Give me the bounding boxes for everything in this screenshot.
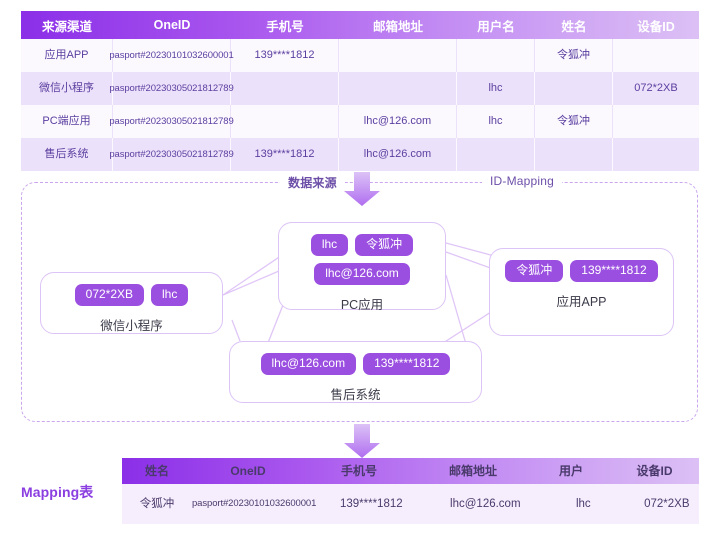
- cell-oneid: pasport#20230101032600001: [192, 498, 317, 510]
- cell-email: lhc@126.com: [450, 497, 521, 510]
- cell-email: lhc@126.com: [339, 138, 457, 171]
- node-pill[interactable]: 139****1812: [363, 353, 451, 376]
- cell-oneid: pasport#20230305021812789: [109, 138, 234, 171]
- cell-phone: [231, 105, 339, 138]
- down-arrow-icon: [344, 172, 380, 206]
- source-channel-table: 来源渠道 OneID 手机号 邮箱地址 用户名 姓名 设备ID 应用APP pa…: [21, 11, 699, 171]
- header-cell-email: 邮箱地址: [372, 19, 423, 34]
- table-row: 售后系统 pasport#20230305021812789 139****18…: [21, 138, 699, 171]
- node-pill[interactable]: lhc@126.com: [314, 263, 410, 286]
- diagram-node-pc[interactable]: lhc 令狐冲 lhc@126.com PC应用: [278, 222, 446, 313]
- id-mapping-diagram-container: 数据来源 ID-Mapping: [21, 174, 698, 422]
- table-row: 应用APP pasport#20230101032600001 139****1…: [21, 39, 699, 72]
- mapping-table-title: Mapping表: [21, 484, 94, 500]
- cell-oneid: pasport#20230305021812789: [109, 105, 234, 138]
- cell-channel: PC端应用: [21, 105, 113, 138]
- header-cell-phone: 手机号: [266, 19, 304, 34]
- node-pill[interactable]: lhc: [151, 284, 189, 307]
- diagram-label-id-mapping: ID-Mapping: [482, 174, 563, 188]
- cell-email: lhc@126.com: [339, 105, 457, 138]
- cell-username: [457, 39, 535, 72]
- cell-name: 令狐冲: [535, 39, 613, 72]
- cell-device: [613, 39, 699, 72]
- cell-name: 令狐冲: [139, 497, 175, 510]
- cell-device: 072*2XB: [644, 497, 690, 510]
- node-label: 售后系统: [330, 388, 381, 403]
- node-pill-group: 072*2XB lhc: [65, 284, 199, 307]
- cell-name: [535, 138, 613, 171]
- cell-channel: 售后系统: [21, 138, 113, 171]
- cell-name: 令狐冲: [535, 105, 613, 138]
- cell-email: [339, 39, 457, 72]
- down-arrow-icon: [344, 424, 380, 458]
- header-cell-name: 姓名: [144, 463, 169, 478]
- diagram-node-aftersales[interactable]: lhc@126.com 139****1812 售后系统: [229, 341, 482, 403]
- node-pill[interactable]: lhc@126.com: [260, 353, 357, 376]
- header-cell-username: 用户: [558, 463, 583, 478]
- cell-oneid: pasport#20230305021812789: [109, 72, 234, 105]
- node-label: 应用APP: [556, 295, 607, 310]
- source-table-header-row: 来源渠道 OneID 手机号 邮箱地址 用户名 姓名 设备ID: [21, 11, 699, 39]
- header-cell-email: 邮箱地址: [448, 463, 497, 478]
- node-pill[interactable]: 令狐冲: [355, 234, 414, 257]
- cell-username: lhc: [457, 105, 535, 138]
- node-pill[interactable]: lhc: [310, 234, 349, 257]
- cell-username: [457, 138, 535, 171]
- cell-oneid: pasport#20230101032600001: [109, 39, 234, 72]
- header-cell-device: 设备ID: [636, 463, 673, 478]
- node-label: 微信小程序: [100, 319, 163, 334]
- diagram-node-app[interactable]: 令狐冲 139****1812 应用APP: [489, 248, 674, 336]
- node-pill[interactable]: 139****1812: [570, 260, 658, 283]
- header-cell-channel: 来源渠道: [41, 19, 92, 34]
- cell-username: lhc: [575, 497, 591, 510]
- diagram-label-data-source: 数据来源: [280, 174, 345, 191]
- header-cell-username: 用户名: [477, 19, 515, 34]
- cell-name: [535, 72, 613, 105]
- cell-device: 072*2XB: [634, 81, 678, 94]
- node-pill-group: lhc@126.com 139****1812: [251, 353, 461, 376]
- cell-device: [613, 138, 699, 171]
- cell-phone: 139****1812: [339, 497, 403, 510]
- header-cell-phone: 手机号: [340, 463, 377, 478]
- mapping-table-header-row: 姓名 OneID 手机号 邮箱地址 用户 设备ID: [122, 458, 699, 484]
- node-pill-group: 令狐冲 139****1812: [495, 260, 667, 283]
- header-cell-oneid: OneID: [153, 18, 191, 32]
- node-label: PC应用: [340, 298, 384, 313]
- cell-phone: 139****1812: [231, 39, 339, 72]
- table-row: 微信小程序 pasport#20230305021812789 lhc 072*…: [21, 72, 699, 105]
- cell-username: lhc: [457, 72, 535, 105]
- cell-device: [613, 105, 699, 138]
- cell-email: [339, 72, 457, 105]
- cell-phone: [231, 72, 339, 105]
- header-cell-device: 设备ID: [637, 19, 675, 34]
- node-pill[interactable]: 072*2XB: [74, 284, 145, 307]
- mapping-table: 姓名 OneID 手机号 邮箱地址 用户 设备ID 令狐冲 pasport#20…: [122, 458, 699, 524]
- table-row: 令狐冲 pasport#20230101032600001 139****181…: [122, 484, 699, 524]
- header-cell-name: 姓名: [561, 19, 587, 34]
- node-pill[interactable]: 令狐冲: [505, 260, 564, 283]
- diagram-node-wechat[interactable]: 072*2XB lhc 微信小程序: [40, 272, 223, 334]
- cell-phone: 139****1812: [231, 138, 339, 171]
- cell-channel: 应用APP: [21, 39, 113, 72]
- cell-channel: 微信小程序: [21, 72, 113, 105]
- table-row: PC端应用 pasport#20230305021812789 lhc@126.…: [21, 105, 699, 138]
- node-pill-group: lhc 令狐冲 lhc@126.com: [279, 234, 445, 286]
- header-cell-oneid: OneID: [230, 463, 266, 478]
